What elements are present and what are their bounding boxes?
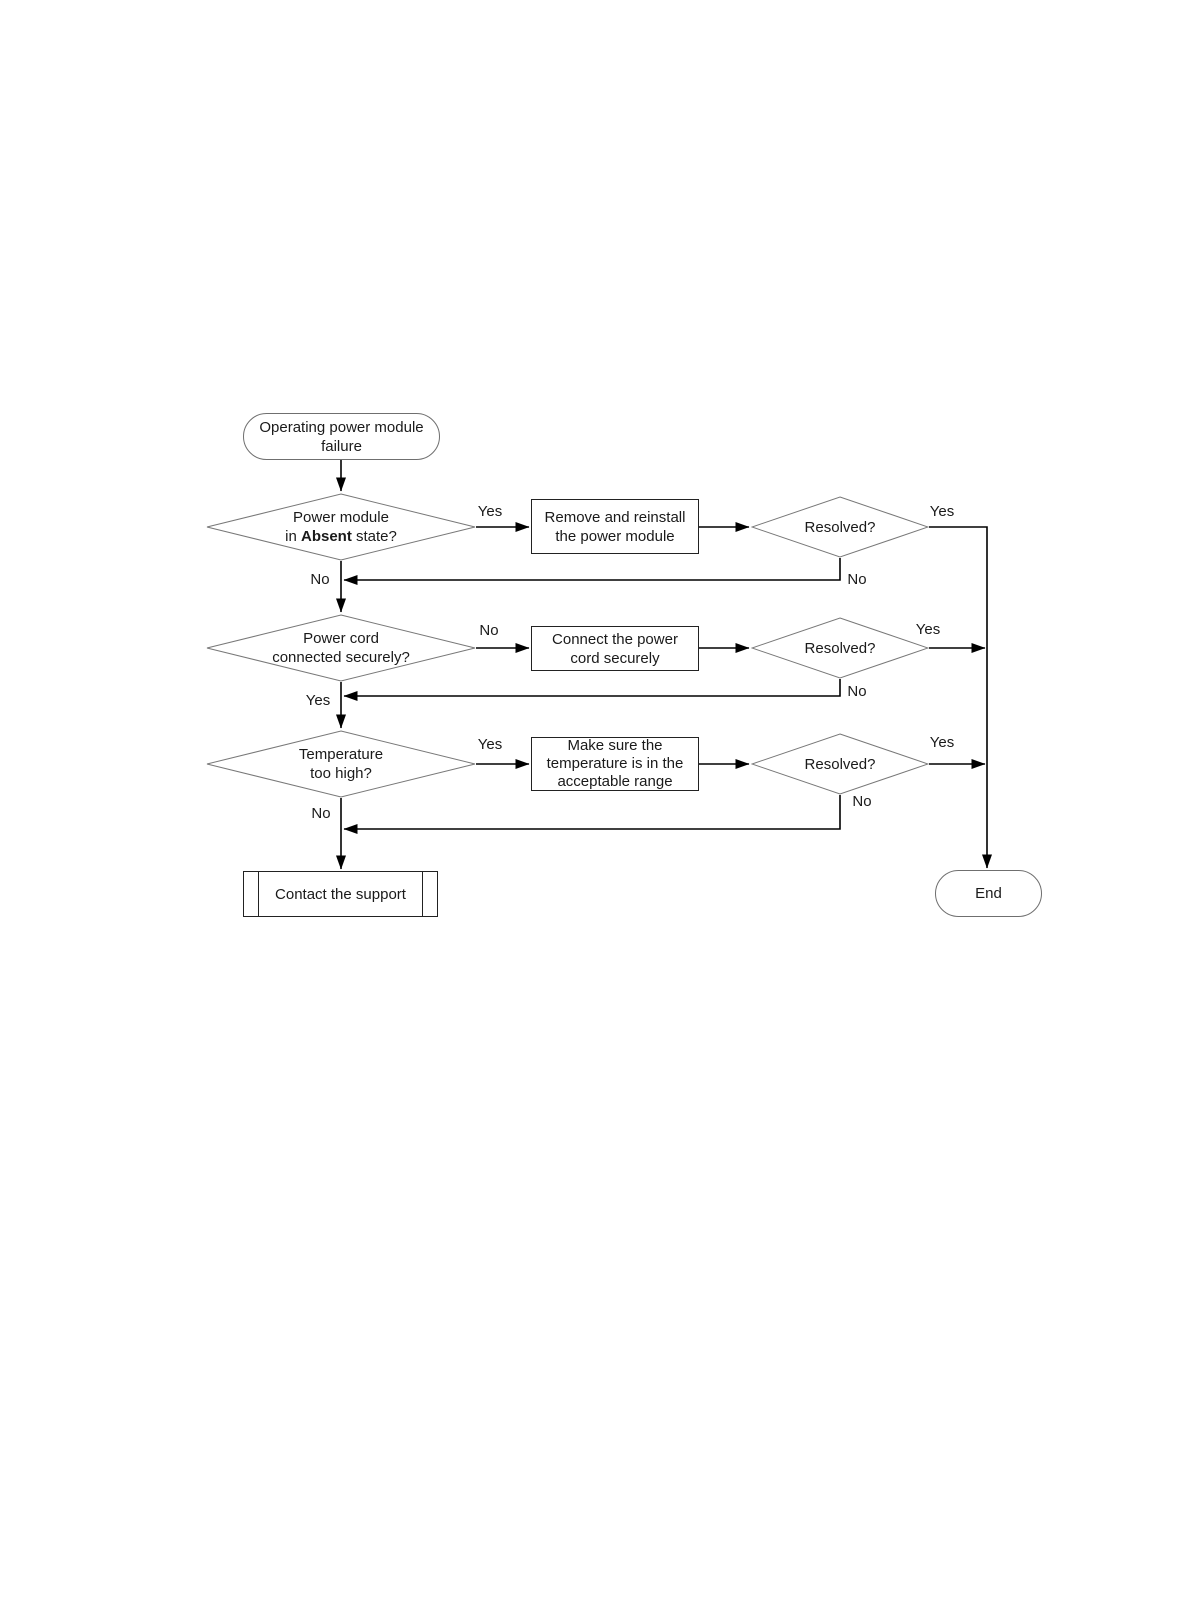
edge-label-no-3-below: No <box>852 793 872 810</box>
decision-resolved1-label: Resolved? <box>804 518 876 536</box>
edge-label-no-2-below: No <box>847 683 867 700</box>
line-resolved1-yes-to-end <box>929 526 992 869</box>
predefined-contact-support: Contact the support <box>243 871 438 917</box>
decision-resolved2-label: Resolved? <box>804 639 876 657</box>
edge-label-no-1-left: No <box>310 571 330 588</box>
process-reinstall-line1: Remove and reinstall <box>544 508 686 526</box>
edge-label-yes-3-right: Yes <box>929 734 955 751</box>
end-label: End <box>975 885 1002 902</box>
decision-resolved-3: Resolved? <box>751 733 929 795</box>
diamond-shape <box>206 730 476 798</box>
edge-label-no-1-below: No <box>847 571 867 588</box>
decision-cord-line1: Power cord <box>303 630 379 647</box>
decision-absent-line2-bold: Absent <box>300 528 352 545</box>
decision-resolved3-label: Resolved? <box>804 755 876 773</box>
process-temp-line3: acceptable range <box>557 773 673 790</box>
process-temp-line2: temperature is in the <box>546 755 684 772</box>
process-connect-line1: Connect the power <box>552 630 678 648</box>
decision-power-module-absent: Power module in Absent state? <box>206 493 476 561</box>
decision-temp-line2: too high? <box>310 765 372 782</box>
decision-temperature: Temperature too high? <box>206 730 476 798</box>
process-connect-line2: cord securely <box>570 649 660 667</box>
process-remove-reinstall: Remove and reinstall the power module <box>531 499 699 554</box>
line-resolved1-no-return <box>343 558 841 585</box>
contact-support-label: Contact the support <box>275 885 406 903</box>
predef-bar-right <box>422 872 423 916</box>
process-temp-line1: Make sure the <box>567 737 663 754</box>
diamond-shape <box>206 493 476 561</box>
start-line2: failure <box>321 437 362 455</box>
end-terminator: End <box>935 870 1042 917</box>
edge-label-no-3-left: No <box>311 805 331 822</box>
decision-temp-line1: Temperature <box>298 746 384 763</box>
process-temperature-range: Make sure the temperature is in the acce… <box>531 737 699 791</box>
diamond-shape <box>751 496 929 558</box>
decision-resolved-2: Resolved? <box>751 617 929 679</box>
predef-bar-left <box>258 872 259 916</box>
start-terminator: Operating power module failure <box>243 413 440 460</box>
edge-label-yes-3: Yes <box>477 736 503 753</box>
edge-label-yes-2-left: Yes <box>305 692 331 709</box>
start-line1: Operating power module <box>259 418 424 436</box>
decision-power-cord: Power cord connected securely? <box>206 614 476 682</box>
edge-label-yes-1: Yes <box>477 503 503 520</box>
edge-label-no-2: No <box>479 622 499 639</box>
decision-absent-line2: in Absent state? <box>285 527 397 546</box>
line-resolved2-no-return <box>343 679 841 701</box>
edge-label-yes-1-right: Yes <box>929 503 955 520</box>
process-connect-cord: Connect the power cord securely <box>531 626 699 671</box>
edge-label-yes-2-right: Yes <box>915 621 941 638</box>
decision-resolved-1: Resolved? <box>751 496 929 558</box>
diamond-shape <box>751 733 929 795</box>
diamond-shape <box>751 617 929 679</box>
decision-absent-line2-post: state? <box>356 528 397 545</box>
diamond-shape <box>206 614 476 682</box>
decision-cord-line2: connected securely? <box>272 649 410 666</box>
process-reinstall-line2: the power module <box>555 527 675 545</box>
decision-absent-line2-pre: in <box>285 528 297 545</box>
decision-absent-line1: Power module <box>293 509 389 526</box>
line-resolved3-no-return <box>343 795 841 834</box>
